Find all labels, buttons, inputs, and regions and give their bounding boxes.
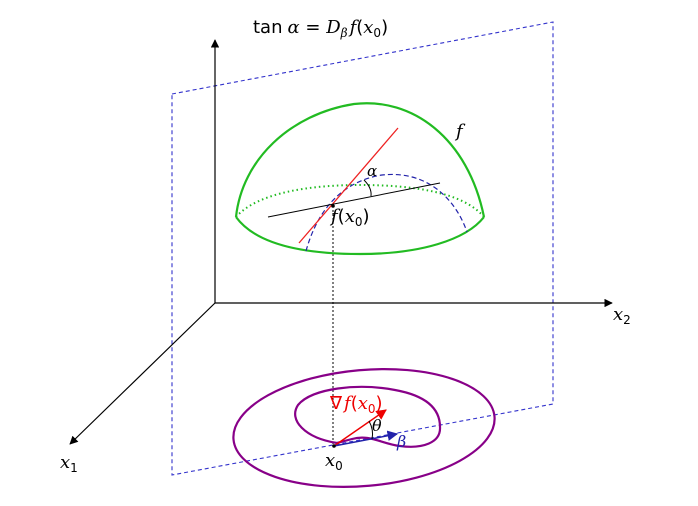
fx0-open: (: [338, 206, 345, 227]
fx0-x: x: [345, 206, 355, 227]
alpha-arc: [363, 179, 372, 197]
x1-label-main: x: [60, 452, 70, 473]
grad-close: ): [376, 393, 383, 414]
x0-label: x0: [325, 450, 343, 473]
grad-nabla: ∇: [329, 393, 343, 414]
x0-point: [332, 444, 336, 448]
gradient-label: ∇f(x0): [329, 393, 383, 416]
theta-arc: [368, 420, 374, 440]
title-D: D: [325, 17, 341, 38]
surface-label: f: [454, 121, 466, 142]
title-eq: =: [300, 17, 327, 38]
grad-open: (: [351, 393, 358, 414]
surface-bottom-rim: [235, 216, 485, 256]
reference-line: [267, 182, 441, 218]
title-open: (: [356, 17, 363, 38]
title-close: ): [381, 17, 388, 38]
fx0-label: f(x0): [329, 206, 370, 229]
theta-label: θ: [372, 416, 382, 435]
x1-label-sub: 1: [70, 461, 78, 475]
x1-axis: [69, 302, 216, 445]
grad-sub: 0: [368, 402, 376, 416]
beta-label: β: [396, 432, 406, 451]
surface-f: [234, 102, 486, 256]
title-x-sub: 0: [373, 26, 381, 40]
alpha-label: α: [367, 162, 377, 180]
x0-sub: 0: [335, 459, 343, 473]
fx0-sub: 0: [355, 215, 363, 229]
x1-label: x1: [60, 452, 78, 475]
title-alpha: α: [288, 17, 300, 38]
surface-dome: [234, 102, 486, 218]
title-tan: tan: [253, 17, 283, 38]
direction-vector: [333, 430, 399, 447]
grad-x: x: [358, 393, 368, 414]
x2-label-main: x: [613, 304, 623, 325]
tangent-line: [298, 127, 399, 244]
inner-contour: [294, 385, 442, 448]
fx0-close: ): [363, 206, 370, 227]
x2-label-sub: 2: [623, 313, 631, 327]
x2-label: x2: [613, 304, 631, 327]
outer-contour: [232, 368, 496, 488]
title-x: x: [363, 17, 373, 38]
surface-back-rim: [235, 183, 485, 218]
contour-lines: [232, 368, 496, 488]
gradient-vector: [333, 409, 387, 447]
x0-main: x: [325, 450, 335, 471]
vertical-plane: [171, 21, 554, 476]
fx0-point: [331, 204, 335, 208]
title-beta-sub: β: [340, 26, 348, 40]
